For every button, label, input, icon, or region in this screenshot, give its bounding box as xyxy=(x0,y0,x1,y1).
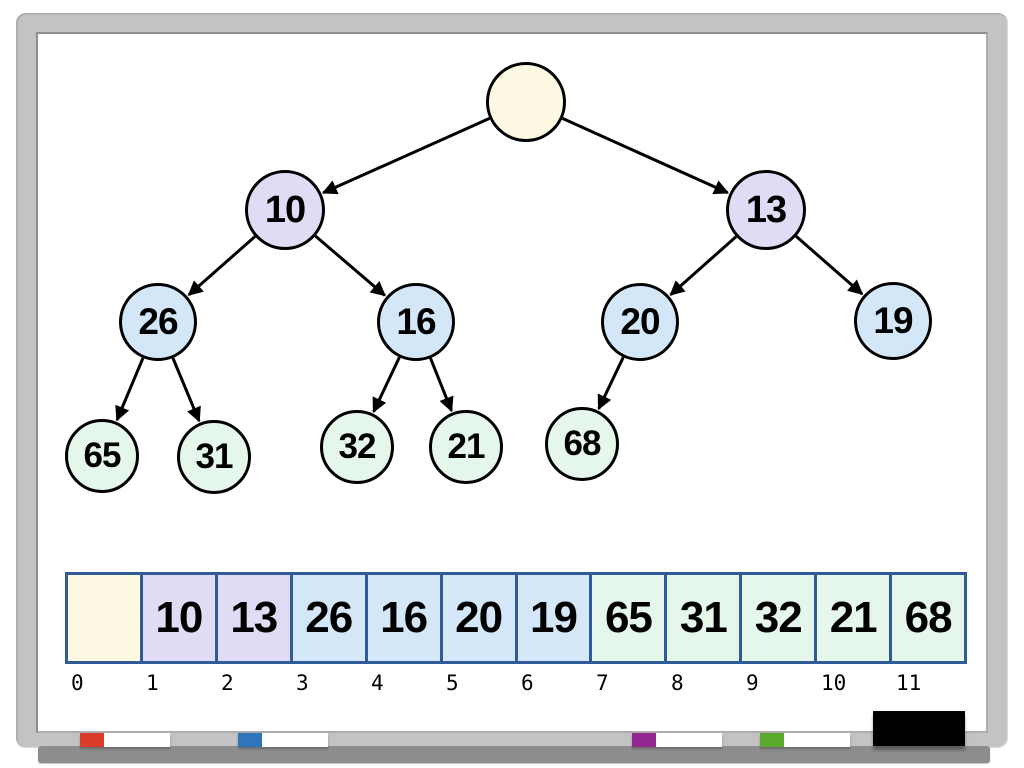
array-cell-3: 26 xyxy=(292,575,368,661)
array-index-0: 0 xyxy=(71,671,84,695)
purple-marker xyxy=(632,733,722,747)
array-cell-2: 13 xyxy=(217,575,293,661)
tree-node-root xyxy=(486,62,566,142)
array-cell-7: 65 xyxy=(592,575,668,661)
red-marker-cap xyxy=(80,733,104,747)
purple-marker-body xyxy=(656,733,722,747)
eraser xyxy=(873,711,965,746)
blue-marker-body xyxy=(262,733,328,747)
array-index-9: 9 xyxy=(746,671,759,695)
array-cell-11: 68 xyxy=(892,575,965,661)
array-cell-10: 21 xyxy=(817,575,893,661)
array-index-6: 6 xyxy=(521,671,534,695)
array-cell-1: 10 xyxy=(142,575,218,661)
green-marker-body xyxy=(784,733,850,747)
array-index-11: 11 xyxy=(896,671,922,695)
marker-tray xyxy=(38,746,990,763)
array-cell-4: 16 xyxy=(367,575,443,661)
array-index-1: 1 xyxy=(146,671,159,695)
tree-node-65: 65 xyxy=(65,419,139,493)
tree-node-13: 13 xyxy=(726,170,806,250)
red-marker-body xyxy=(104,733,170,747)
blue-marker-cap xyxy=(238,733,262,747)
green-marker xyxy=(760,733,850,747)
array-cell-5: 20 xyxy=(442,575,518,661)
array-cell-8: 31 xyxy=(667,575,743,661)
array-cell-6: 19 xyxy=(517,575,593,661)
tree-node-68: 68 xyxy=(545,407,619,481)
green-marker-cap xyxy=(760,733,784,747)
blue-marker xyxy=(238,733,328,747)
tree-node-31: 31 xyxy=(177,420,251,494)
tree-node-19: 19 xyxy=(854,282,932,360)
array-index-4: 4 xyxy=(371,671,384,695)
array-index-2: 2 xyxy=(221,671,234,695)
tree-node-10: 10 xyxy=(245,170,325,250)
array-index-10: 10 xyxy=(821,671,847,695)
array-index-7: 7 xyxy=(596,671,609,695)
array-index-5: 5 xyxy=(446,671,459,695)
tree-node-26: 26 xyxy=(119,283,197,361)
tree-node-16: 16 xyxy=(377,283,455,361)
tree-node-32: 32 xyxy=(320,410,394,484)
tree-node-20: 20 xyxy=(601,283,679,361)
red-marker xyxy=(80,733,170,747)
array-index-3: 3 xyxy=(296,671,309,695)
array-index-8: 8 xyxy=(671,671,684,695)
tree-node-21: 21 xyxy=(429,410,503,484)
array-cell-9: 32 xyxy=(742,575,818,661)
array-cell-0 xyxy=(68,575,143,661)
purple-marker-cap xyxy=(632,733,656,747)
